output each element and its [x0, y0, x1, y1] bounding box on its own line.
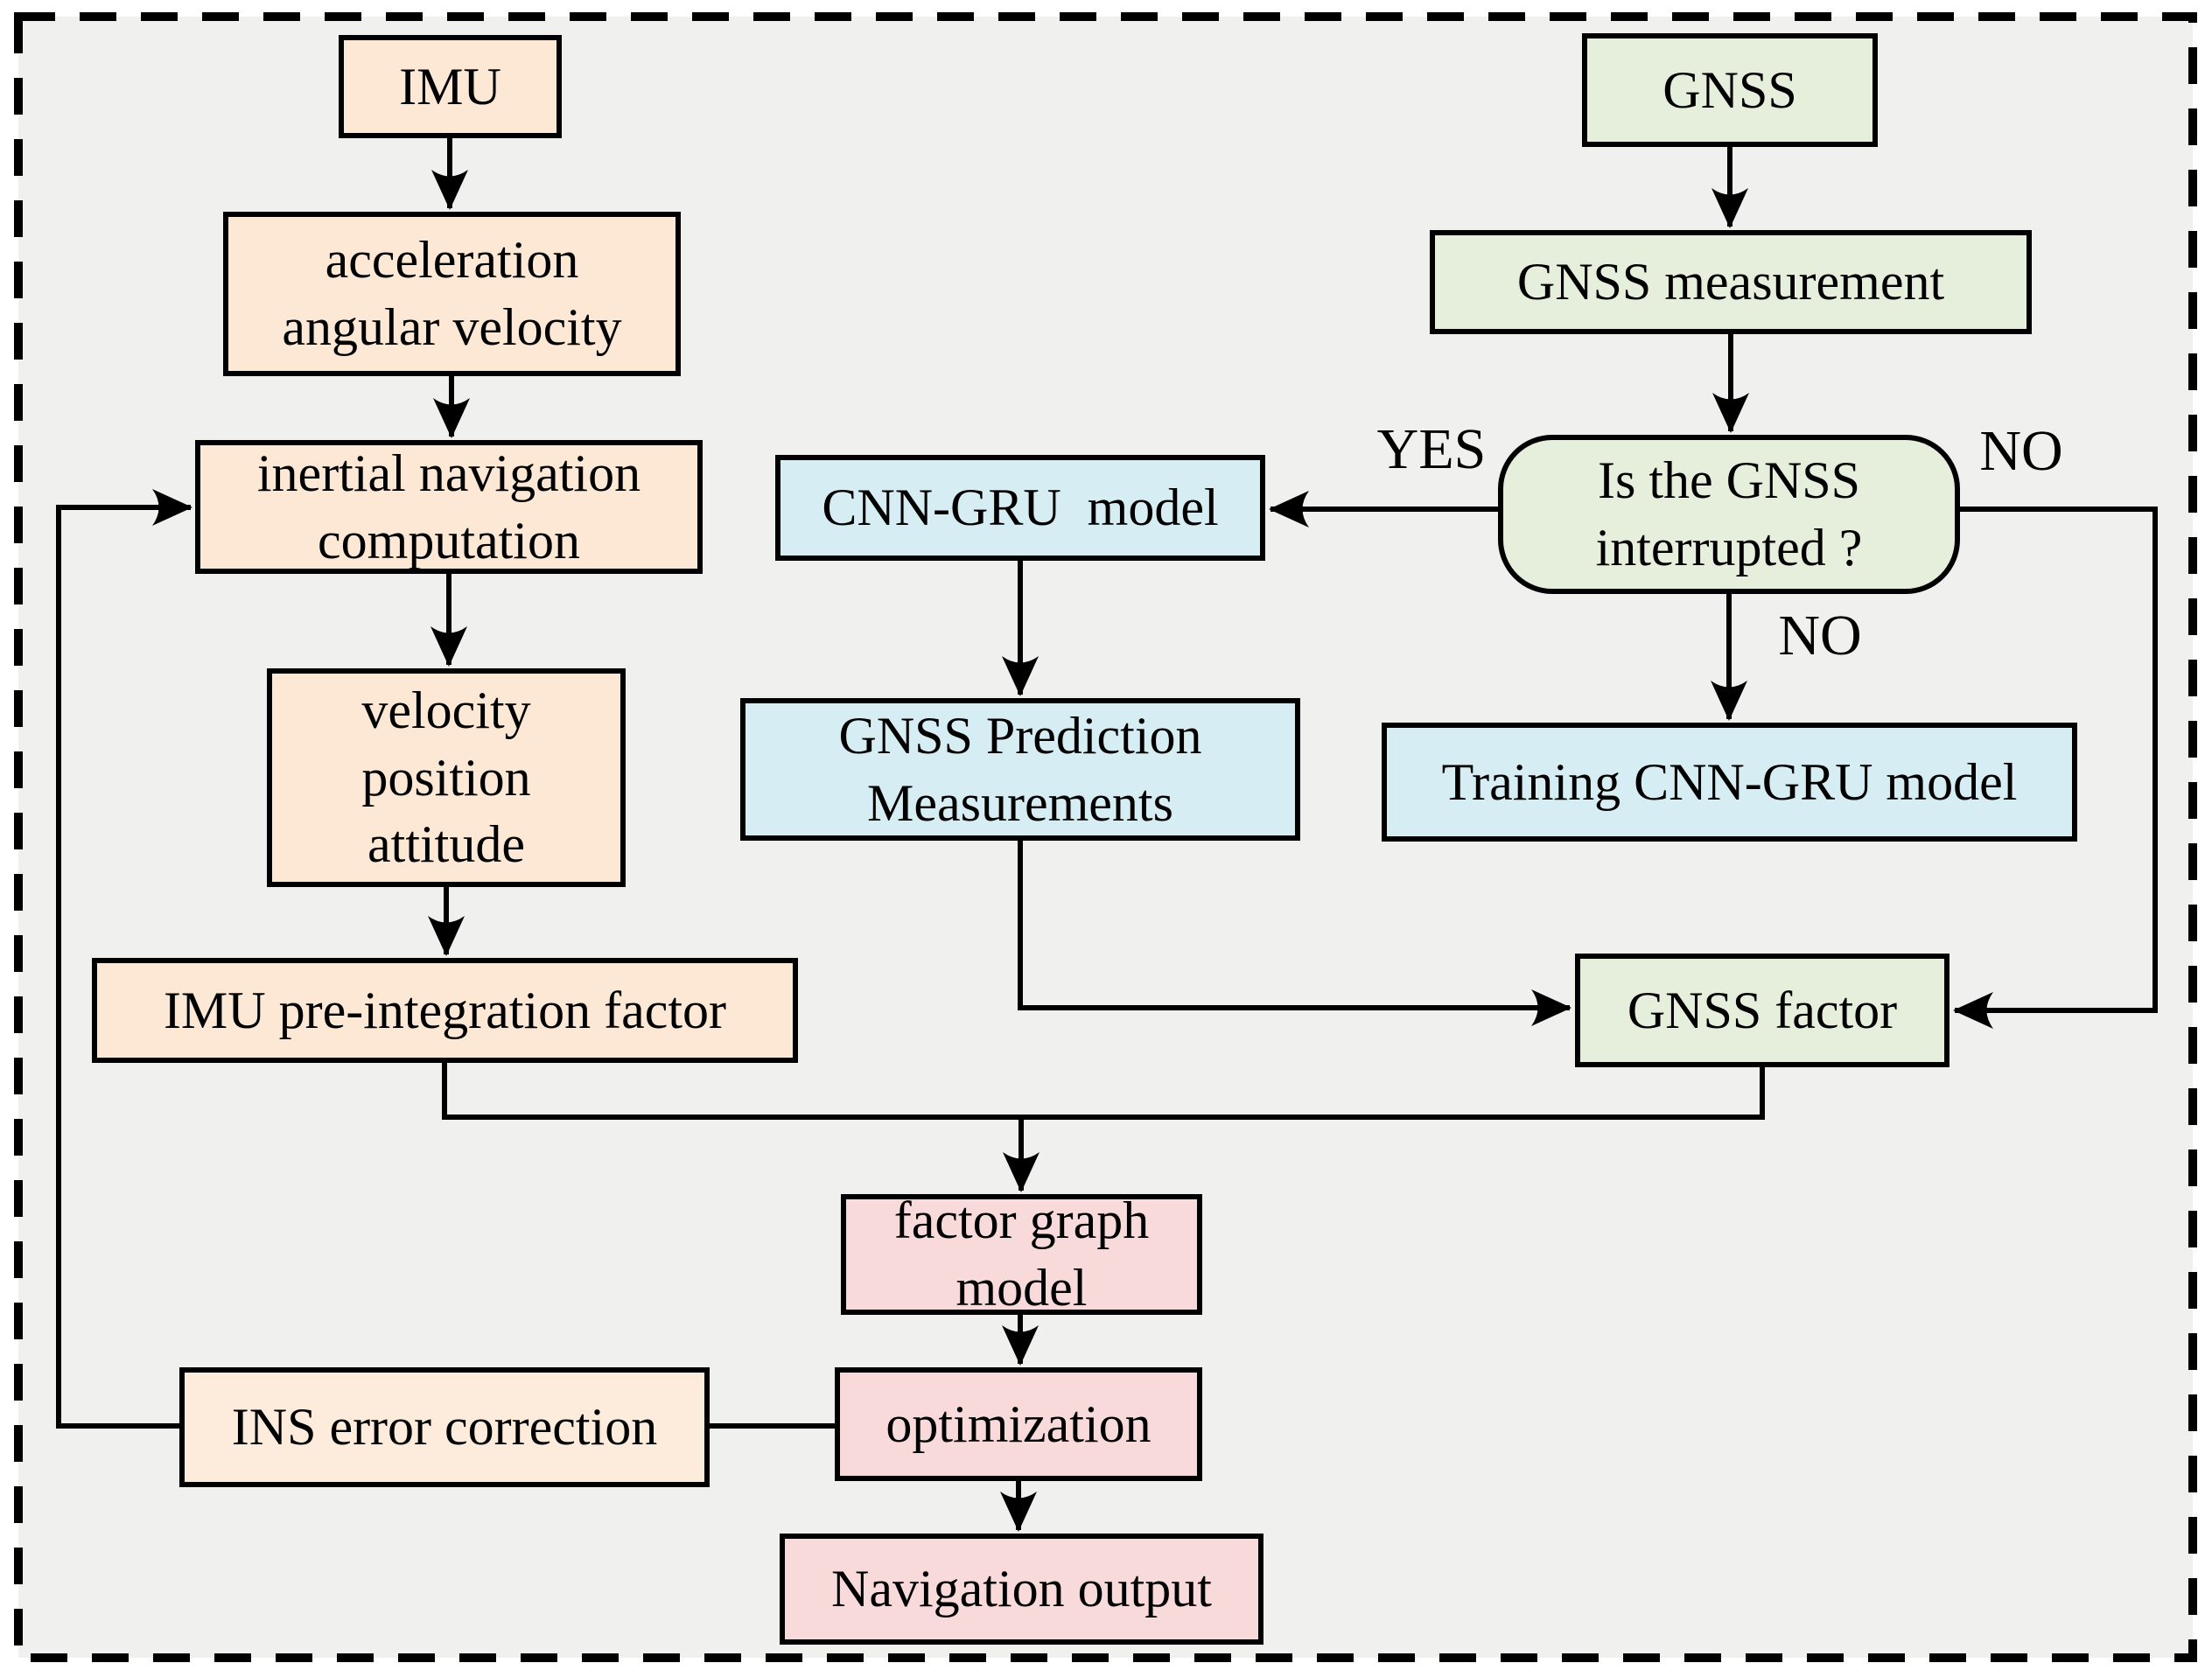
node-acceleration-angular-velocity: acceleration angular velocity: [223, 212, 681, 376]
node-imu: IMU: [339, 35, 562, 138]
node-gnss: GNSS: [1582, 33, 1878, 147]
node-optimization: optimization: [835, 1367, 1202, 1481]
node-navigation-output: Navigation output: [780, 1534, 1264, 1645]
node-training-cnn-gru-model: Training CNN-GRU model: [1382, 723, 2077, 842]
label-yes: YES: [1376, 417, 1487, 481]
node-gnss-prediction-measurements: GNSS Prediction Measurements: [740, 698, 1300, 841]
node-decision-gnss-interrupted: Is the GNSS interrupted ?: [1498, 435, 1960, 594]
node-velocity-position-attitude: velocity position attitude: [267, 668, 626, 887]
node-cnn-gru-model: CNN-GRU model: [775, 455, 1265, 561]
node-inertial-navigation-computation: inertial navigation computation: [195, 440, 703, 574]
label-no-down: NO: [1778, 604, 1862, 667]
edge-prediction-to-gnssfactor: [1018, 841, 1572, 1026]
label-no-right: NO: [1979, 419, 2063, 483]
edge-inserror-feedback-to-inertial: [56, 489, 192, 1429]
node-gnss-factor: GNSS factor: [1575, 954, 1950, 1067]
node-gnss-measurement: GNSS measurement: [1430, 230, 2032, 334]
node-factor-graph-model: factor graph model: [841, 1191, 1202, 1317]
edge-merge-rail: [442, 1063, 1765, 1120]
node-ins-error-correction: INS error correction: [179, 1367, 710, 1487]
node-imu-preintegration-factor: IMU pre-integration factor: [92, 958, 798, 1063]
edge-decision-no-to-gnssfactor: [1953, 507, 2158, 1029]
